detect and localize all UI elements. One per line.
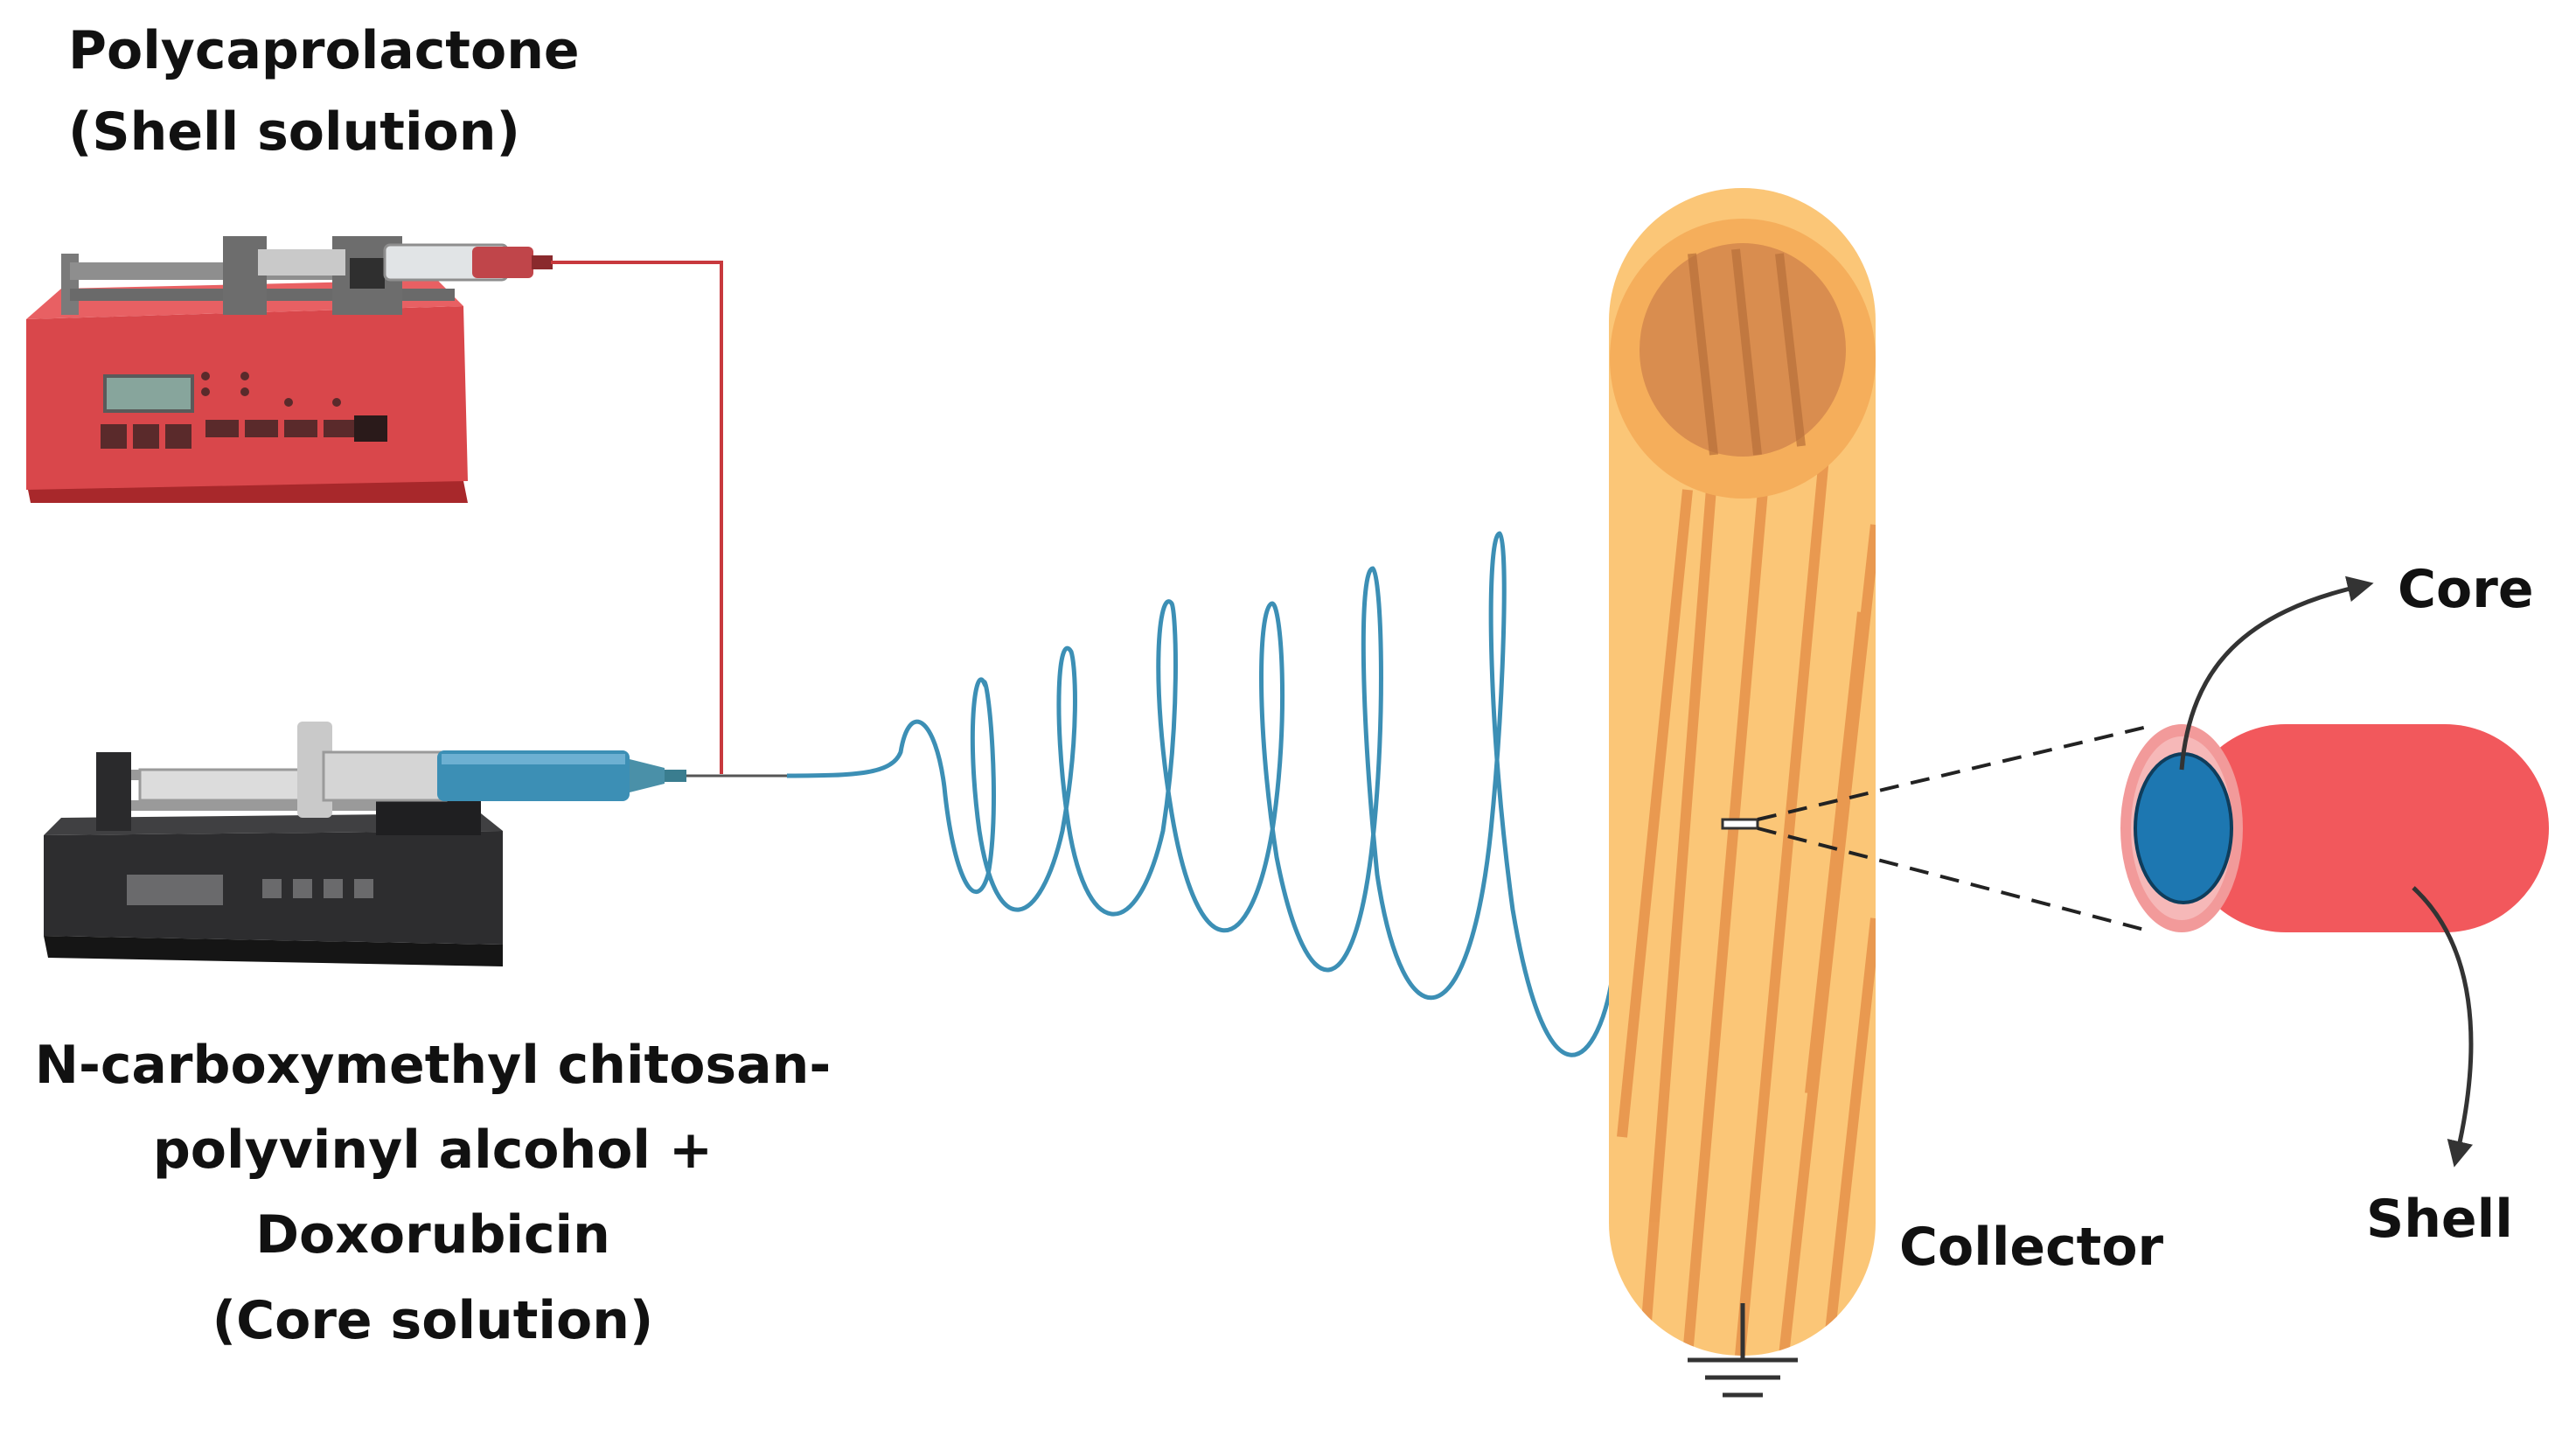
core-shell-fiber [2120, 724, 2549, 932]
collector-drum [1609, 188, 1876, 1356]
zoom-line-bottom [1757, 827, 2152, 933]
shell-arrow-icon [2412, 886, 2474, 1168]
core-solution-line-3: Doxorubicin [255, 1204, 610, 1266]
shell-solution-line-1: Polycaprolactone [68, 20, 580, 81]
shell-solution-line-2: (Shell solution) [68, 101, 520, 163]
core-solution-line-2: polyvinyl alcohol + [152, 1120, 714, 1182]
core-solution-line-4: (Core solution) [212, 1289, 654, 1351]
core-solution-label: N-carboxymethyl chitosan- polyvinyl alco… [35, 1023, 832, 1364]
electrospinning-jet [786, 531, 1616, 1057]
shell-syringe-pump-icon [26, 236, 553, 503]
core-label: Core [2398, 559, 2534, 620]
shell-label: Shell [2366, 1189, 2513, 1250]
ground-symbol-icon [1688, 1303, 1798, 1398]
shell-feed-tube [551, 261, 723, 774]
shell-solution-label: Polycaprolactone (Shell solution) [68, 10, 580, 173]
core-solution-line-1: N-carboxymethyl chitosan- [34, 1035, 832, 1096]
fiber-core [2134, 752, 2233, 904]
zoom-line-top [1757, 724, 2152, 821]
core-syringe-pump-icon [44, 722, 787, 966]
collector-label: Collector [1899, 1217, 2164, 1278]
core-arrow-icon [2179, 575, 2374, 771]
